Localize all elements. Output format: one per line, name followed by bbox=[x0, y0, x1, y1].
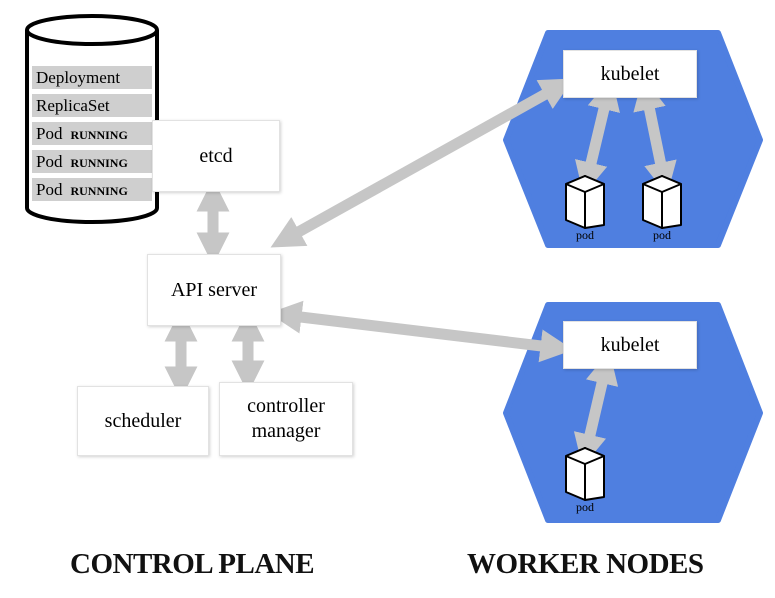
control-plane-title: CONTROL PLANE bbox=[70, 548, 315, 580]
api-server-box: API server bbox=[147, 254, 281, 326]
pod-label: pod bbox=[653, 228, 671, 242]
db-row-name: Pod bbox=[36, 180, 63, 199]
db-row-name: Pod bbox=[36, 124, 63, 143]
db-row-deployment: Deployment bbox=[32, 66, 152, 89]
db-row-state: RUNNING bbox=[70, 128, 128, 142]
pod-label: pod bbox=[576, 228, 594, 242]
arrow-kubelet1-pod-2 bbox=[633, 76, 677, 196]
db-row-pod: Pod RUNNING bbox=[32, 150, 152, 173]
db-row-name: Deployment bbox=[36, 68, 121, 87]
arrow-api-kubelet-2 bbox=[268, 300, 574, 363]
etcd-box: etcd bbox=[152, 120, 280, 192]
etcd-label: etcd bbox=[199, 144, 233, 167]
kubelet-label: kubelet bbox=[600, 62, 660, 85]
db-row-name: ReplicaSet bbox=[36, 96, 110, 115]
kubelet-label: kubelet bbox=[600, 333, 660, 356]
arrow-kubelet2-pod-1 bbox=[573, 351, 619, 467]
arrow-kubelet1-pod-1 bbox=[575, 77, 620, 195]
scheduler-box: scheduler bbox=[77, 386, 209, 456]
controller-manager-label-line-1: controller bbox=[247, 395, 325, 417]
pod-label: pod bbox=[576, 500, 594, 514]
worker-nodes-title: WORKER NODES bbox=[467, 548, 704, 580]
kubelet-box-node-2: kubelet bbox=[563, 321, 697, 369]
pod-cube-icon bbox=[565, 175, 605, 229]
db-row-state: RUNNING bbox=[70, 156, 128, 170]
arrow-api-kubelet-1 bbox=[270, 78, 574, 248]
scheduler-label: scheduler bbox=[104, 409, 182, 432]
api-server-label: API server bbox=[170, 278, 258, 301]
db-row-pod: Pod RUNNING bbox=[32, 178, 152, 201]
db-row-state: RUNNING bbox=[70, 184, 128, 198]
pod-cube-icon bbox=[565, 447, 605, 501]
controller-manager-box: controller manager bbox=[219, 382, 353, 456]
kubelet-box-node-1: kubelet bbox=[563, 50, 697, 98]
pod-cube-icon bbox=[642, 175, 682, 229]
controller-manager-label-line-2: manager bbox=[251, 420, 321, 442]
db-row-pod: Pod RUNNING bbox=[32, 122, 152, 145]
db-row-name: Pod bbox=[36, 152, 63, 171]
db-row-replicaset: ReplicaSet bbox=[32, 94, 152, 117]
